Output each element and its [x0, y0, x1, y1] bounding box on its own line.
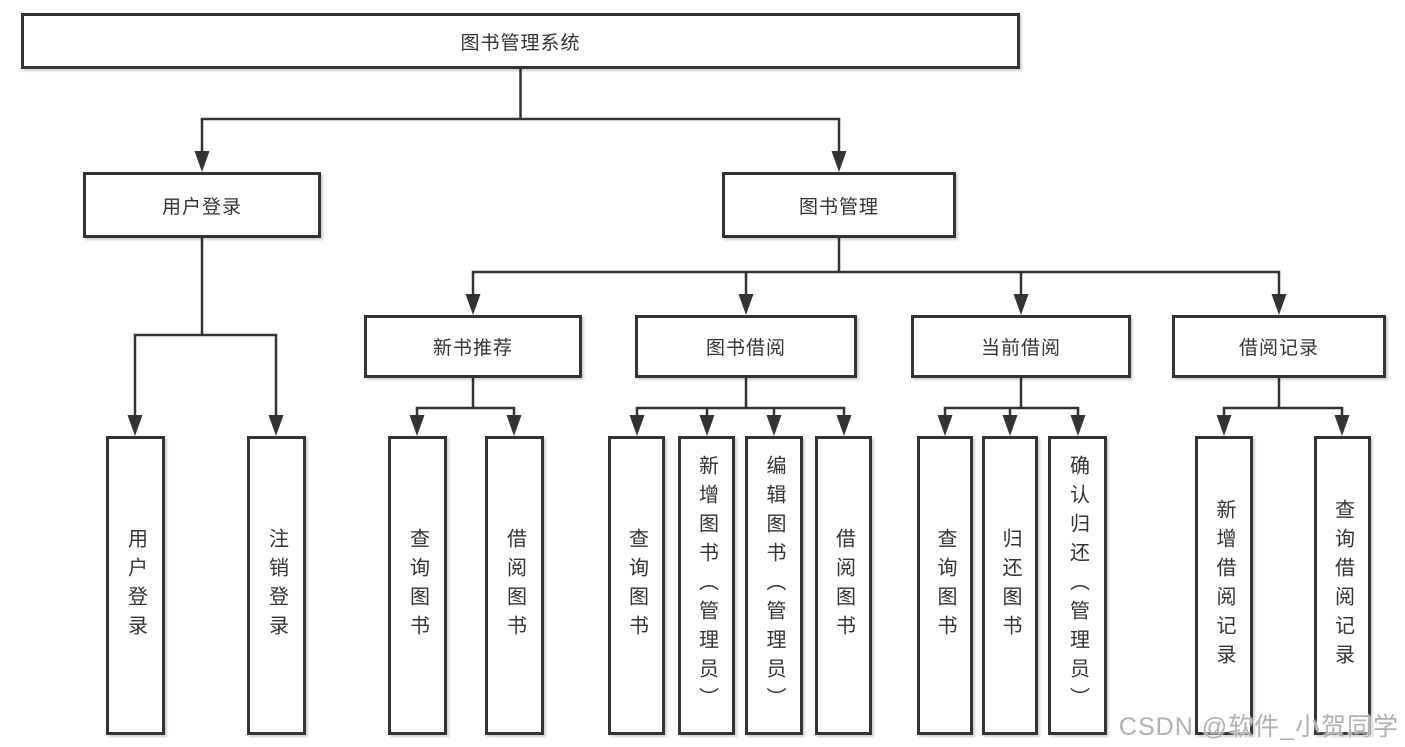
node-book-management: 图书管理: [722, 172, 956, 238]
leaf-records-add-record: 新增借阅记录: [1195, 436, 1253, 735]
leaf-borrowing-borrow-book-label: 借阅图书: [832, 527, 855, 644]
csdn-watermark: CSDN @软件_小贺同学: [1118, 713, 1399, 741]
leaf-records-add-record-label: 新增借阅记录: [1213, 498, 1235, 673]
leaf-user-login: 用户登录: [106, 436, 165, 735]
leaf-recommend-query-book-label: 查询图书: [406, 527, 429, 644]
node-current-borrowing-label: 当前借阅: [980, 338, 1061, 359]
leaf-borrowing-add-book: 新增图书（管理员）: [678, 436, 735, 735]
node-root: 图书管理系统: [21, 13, 1020, 69]
leaf-recommend-borrow-book-label: 借阅图书: [503, 527, 526, 644]
leaf-current-return-book: 归还图书: [982, 436, 1038, 735]
leaf-current-query-book: 查询图书: [917, 436, 973, 735]
leaf-borrowing-edit-book: 编辑图书（管理员）: [745, 436, 803, 735]
node-borrowing-records: 借阅记录: [1172, 315, 1386, 378]
leaf-logout: 注销登录: [247, 436, 306, 735]
leaf-user-login-label: 用户登录: [124, 527, 147, 644]
node-book-borrowing: 图书借阅: [635, 315, 857, 378]
node-new-book-recommend-label: 新书推荐: [432, 338, 513, 359]
leaf-borrowing-query-book-label: 查询图书: [625, 527, 648, 644]
leaf-borrowing-query-book: 查询图书: [608, 436, 665, 735]
leaf-records-query-record: 查询借阅记录: [1314, 436, 1371, 735]
leaf-current-query-book-label: 查询图书: [934, 527, 956, 644]
leaf-current-return-book-label: 归还图书: [999, 527, 1021, 644]
leaf-borrowing-borrow-book: 借阅图书: [815, 436, 872, 735]
leaf-current-confirm-return: 确认归还（管理员）: [1048, 436, 1107, 735]
leaf-records-query-record-label: 查询借阅记录: [1331, 498, 1354, 673]
leaf-borrowing-edit-book-label: 编辑图书（管理员）: [763, 455, 785, 716]
arrowheads: [127, 151, 1350, 436]
node-book-management-label: 图书管理: [798, 196, 879, 218]
leaf-current-confirm-return-label: 确认归还（管理员）: [1066, 455, 1089, 716]
leaf-logout-label: 注销登录: [265, 527, 288, 644]
leaf-recommend-borrow-book: 借阅图书: [485, 436, 544, 735]
leaf-recommend-query-book: 查询图书: [388, 436, 447, 735]
node-current-borrowing: 当前借阅: [911, 315, 1131, 378]
node-user-login-label: 用户登录: [161, 196, 242, 218]
node-book-borrowing-label: 图书借阅: [705, 338, 786, 359]
node-root-label: 图书管理系统: [460, 32, 581, 54]
leaf-borrowing-add-book-label: 新增图书（管理员）: [695, 455, 718, 716]
node-borrowing-records-label: 借阅记录: [1238, 338, 1319, 359]
node-new-book-recommend: 新书推荐: [364, 315, 582, 378]
node-user-login: 用户登录: [83, 172, 321, 238]
